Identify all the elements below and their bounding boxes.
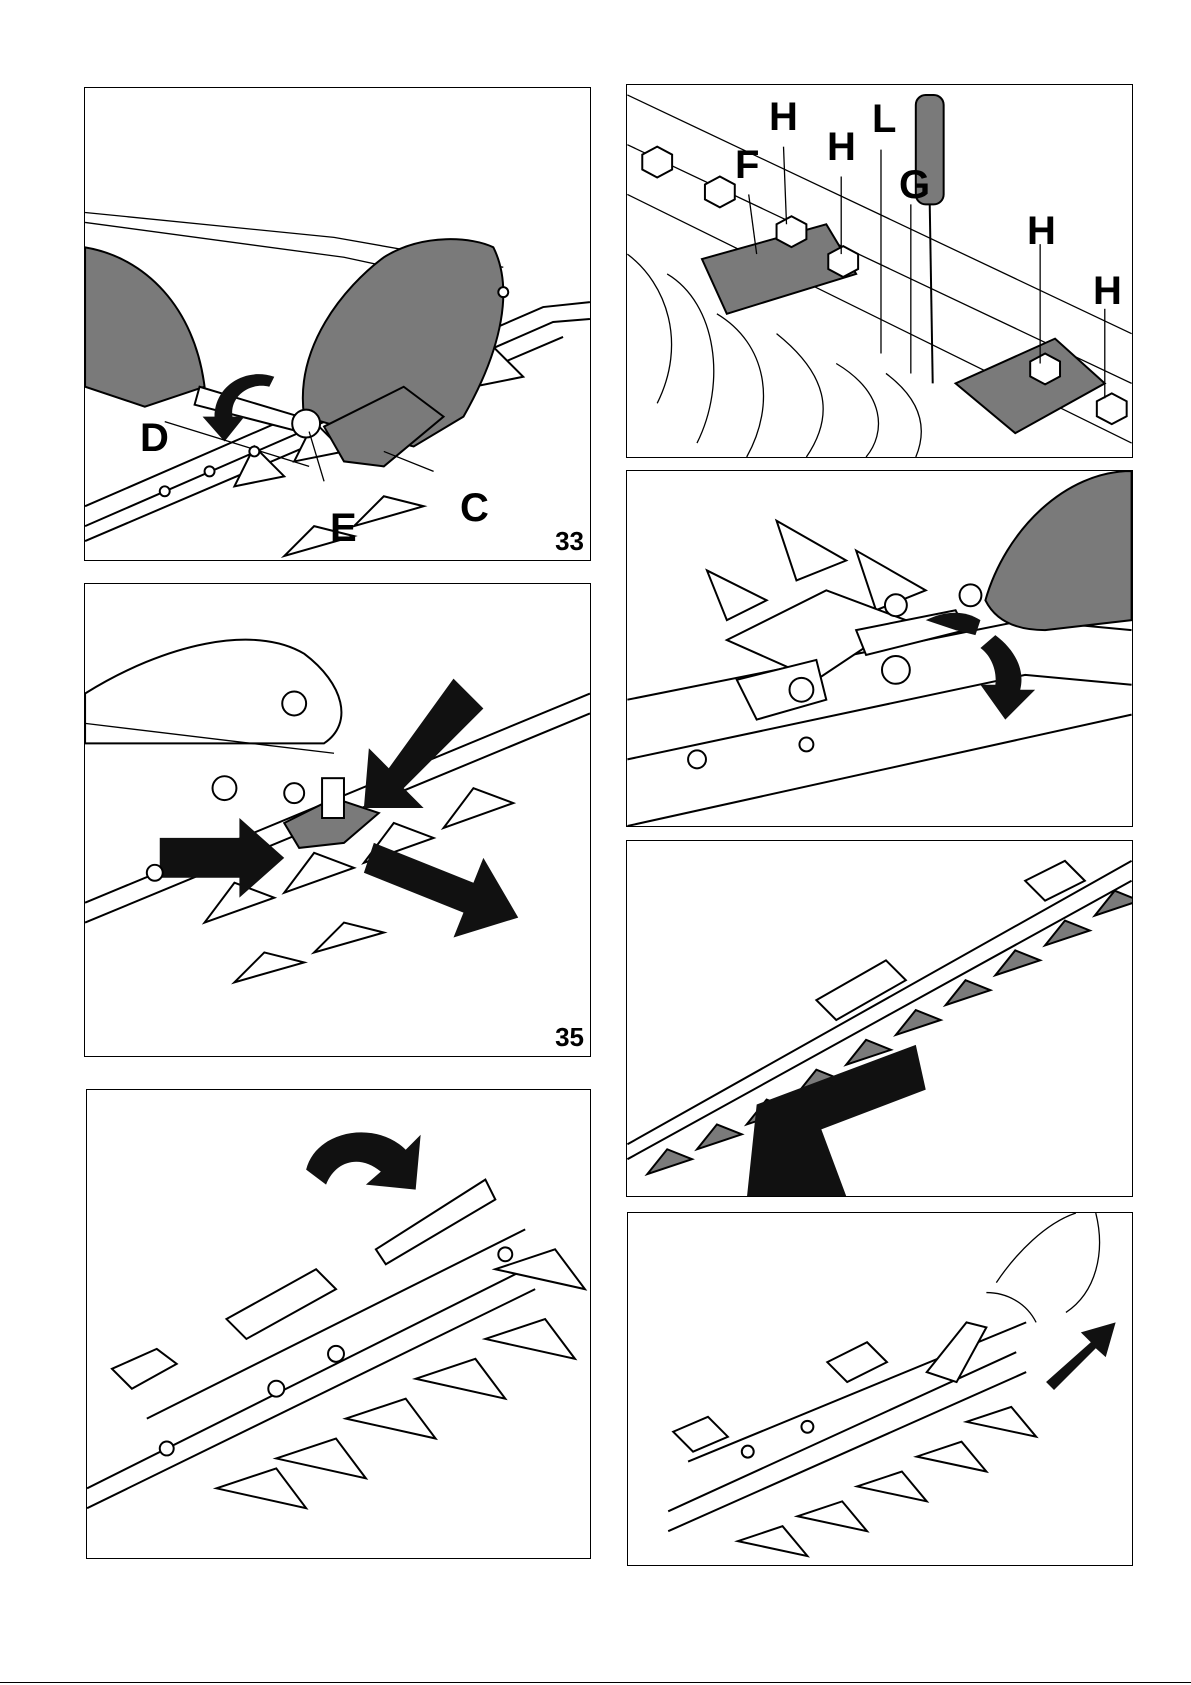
figure-37-illustration: [627, 841, 1132, 1196]
figure-37: [626, 840, 1133, 1197]
figure-number: 33: [555, 528, 584, 554]
screwdriver-icon: [916, 95, 944, 383]
arrow-icon: [747, 1045, 926, 1196]
figure-39-illustration: [628, 1213, 1132, 1565]
label-d: D: [140, 418, 169, 458]
label-e: E: [330, 508, 357, 548]
figure-38: [86, 1089, 591, 1559]
figure-36-illustration: [627, 471, 1132, 826]
figure-33: D E C 33: [84, 87, 591, 561]
file-tool-icon: [112, 1180, 495, 1389]
label-h: H: [1027, 211, 1056, 251]
blade-teeth: [647, 891, 1132, 1174]
label-f: F: [735, 145, 759, 185]
label-g: G: [899, 165, 930, 205]
gloved-hand-icon: [985, 471, 1131, 630]
label-h: H: [827, 127, 856, 167]
blade-teeth: [738, 1407, 1036, 1556]
arrow-icon: [364, 679, 483, 808]
figure-number: 35: [555, 1024, 584, 1050]
figure-33-illustration: [85, 88, 590, 560]
figure-39: [627, 1212, 1133, 1566]
arrow-icon: [160, 818, 284, 898]
hand-icon: [986, 1213, 1099, 1322]
file-tool-icon: [927, 1322, 987, 1382]
label-h: H: [1093, 271, 1122, 311]
arrow-icon: [1046, 1322, 1116, 1390]
figure-36: [626, 470, 1133, 827]
rotate-arrow-icon: [306, 1132, 421, 1189]
label-c: C: [460, 488, 489, 528]
figure-35: 35: [84, 583, 591, 1057]
figure-34: H H L F G H H: [626, 84, 1133, 458]
figure-38-illustration: [87, 1090, 590, 1558]
gloved-hand-icon: [85, 247, 204, 406]
figure-35-illustration: [85, 584, 590, 1056]
blade-teeth: [217, 1249, 585, 1508]
label-h: H: [769, 97, 798, 137]
arrow-icon: [364, 843, 518, 938]
arrow-icon: [980, 635, 1035, 720]
bottom-rule: [0, 1682, 1191, 1683]
label-l: L: [872, 99, 896, 139]
